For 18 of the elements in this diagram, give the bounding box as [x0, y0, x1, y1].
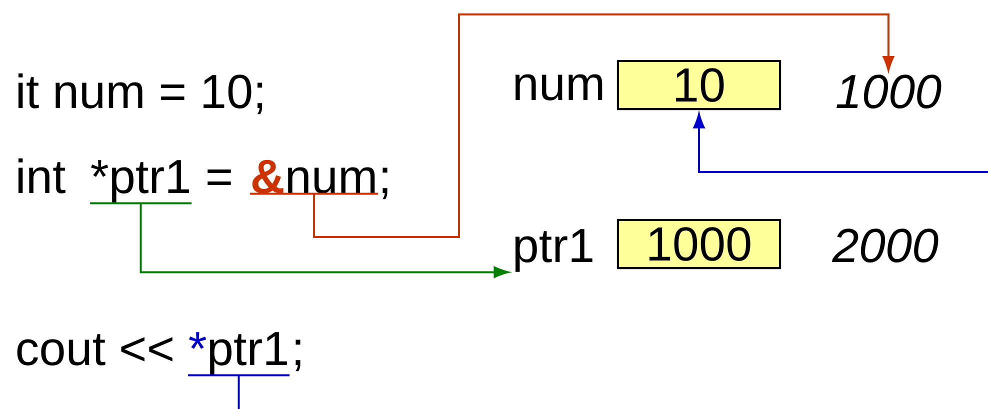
connector-line [187, 374, 291, 409]
value-box: 1000 [616, 218, 782, 270]
arrow [693, 113, 988, 173]
code-text: *ptr1 [189, 332, 287, 375]
address-label: 1000 [836, 74, 942, 108]
variable-name: num [515, 74, 602, 100]
code-text: cout << [17, 334, 172, 366]
arrow [249, 13, 894, 238]
value-box: 10 [616, 60, 782, 110]
code-text: &num [252, 160, 375, 194]
code-text: it num = 10; [18, 73, 262, 114]
variable-name: ptr1 [515, 229, 592, 272]
code-text: ; [296, 340, 300, 372]
code-text: ; [382, 168, 388, 200]
code-text: *ptr1 [91, 160, 189, 203]
code-text: int [18, 158, 66, 194]
address-label: 2000 [832, 228, 938, 262]
code-text: = [208, 170, 231, 185]
